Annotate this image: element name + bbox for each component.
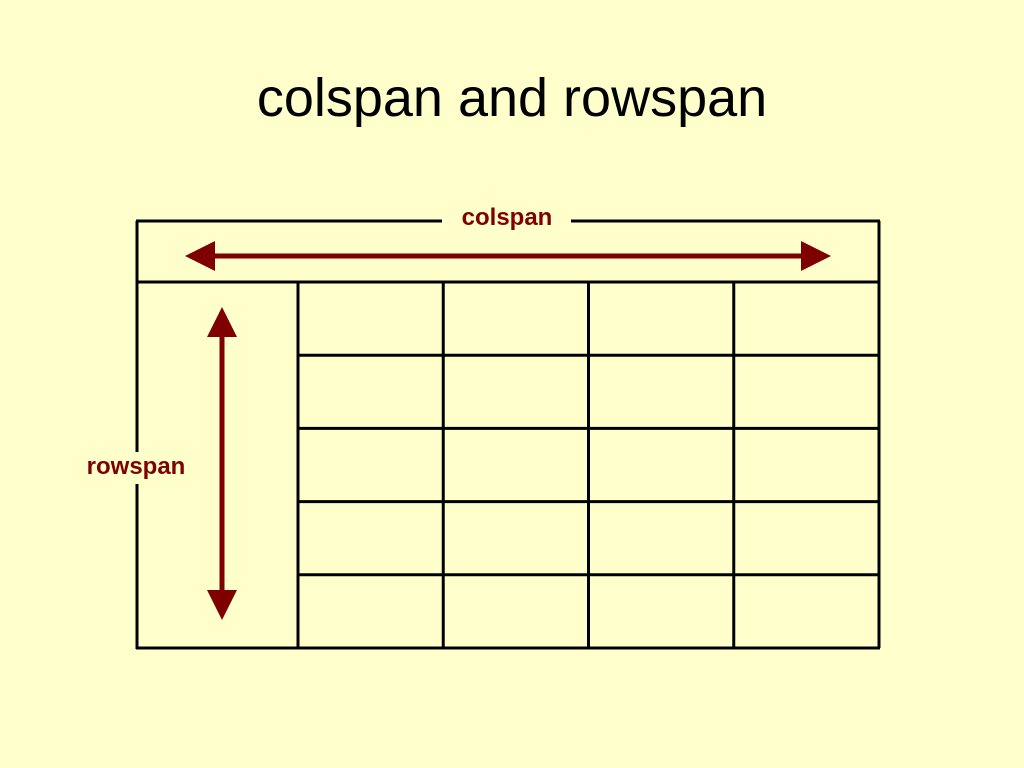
header-span-cell: colspan (135, 204, 881, 282)
colspan-label: colspan (462, 204, 553, 231)
rowspan-label: rowspan (87, 453, 186, 480)
table-grid (296, 282, 881, 648)
rowspan-cell: rowspan (87, 282, 237, 649)
slide-title: colspan and rowspan (256, 68, 768, 128)
